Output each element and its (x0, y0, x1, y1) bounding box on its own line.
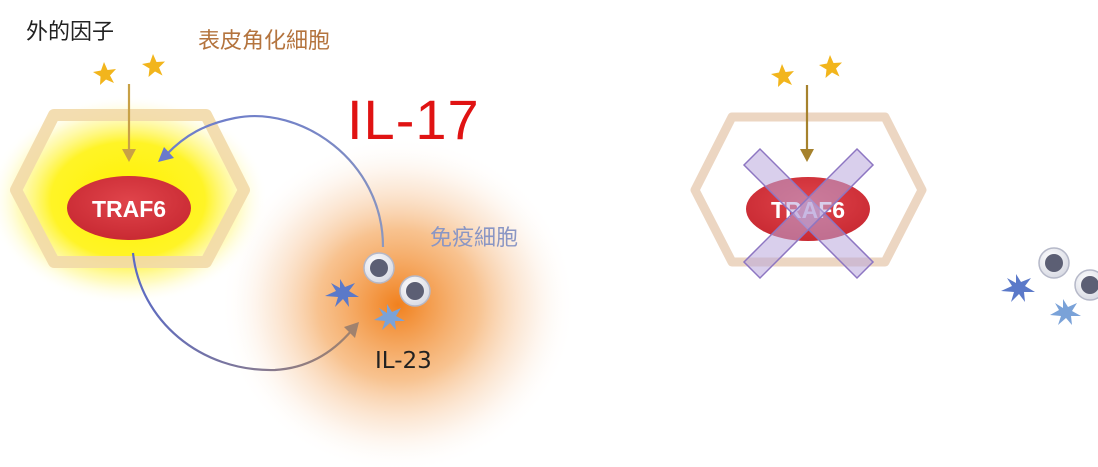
il23-arrow-head (344, 322, 359, 338)
immune-cells-right (1001, 247, 1098, 325)
inhibition-cross-icon (742, 147, 875, 280)
keratinocyte-label: 表皮角化細胞 (198, 29, 331, 54)
traf6-label: TRAF6 (92, 196, 166, 222)
il17-arrow-head (158, 147, 174, 162)
immune-glow (220, 137, 576, 467)
signal-arrow-head (122, 149, 136, 162)
t-cell-icon (1074, 269, 1098, 301)
external-factor-stars (771, 55, 842, 87)
t-cell-icon (363, 252, 395, 284)
external-factor-label: 外的因子 (26, 20, 115, 45)
keratinocyte-hexagon (10, 109, 250, 268)
external-factor-stars (93, 54, 165, 85)
il23-label: IL-23 (375, 348, 432, 374)
immune-cell-label: 免疫細胞 (430, 226, 519, 251)
dendritic-cell-icon (325, 279, 359, 307)
dendritic-cell-icon (1001, 274, 1035, 302)
star-icon (93, 62, 116, 85)
il23-arrow (131, 252, 353, 372)
dendritic-cell-icon (1050, 299, 1081, 325)
il17-label: IL-17 (347, 88, 480, 151)
signal-arrow-head (800, 149, 814, 162)
immune-cells (325, 252, 431, 330)
traf6-ellipse (67, 176, 191, 240)
dendritic-cell-icon (374, 304, 405, 330)
il17-arrow (165, 115, 385, 248)
star-icon (771, 64, 794, 87)
star-icon (819, 55, 842, 78)
t-cell-icon (1038, 247, 1070, 279)
star-icon (142, 54, 165, 77)
keratinocyte-hexagon-inhibited (690, 112, 927, 267)
t-cell-icon (399, 275, 431, 307)
